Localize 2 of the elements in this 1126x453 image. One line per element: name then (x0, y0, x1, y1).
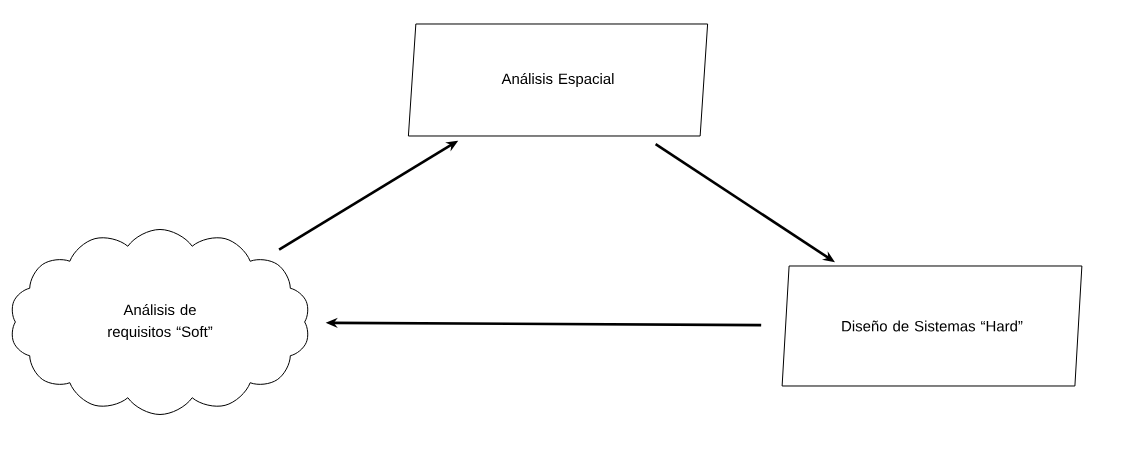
parallelogram-box: Análisis Espacial (407, 23, 709, 137)
parallelogram-box: Diseño de Sistemas “Hard” (781, 265, 1083, 387)
